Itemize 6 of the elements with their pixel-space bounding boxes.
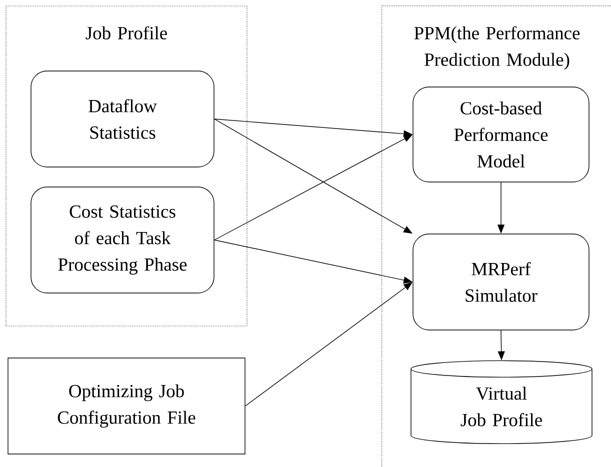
database-cylinder: Virtual Job Profile bbox=[410, 360, 592, 444]
process-box: MRPerf Simulator bbox=[412, 234, 590, 330]
process-box: Cost-based Performance Model bbox=[412, 86, 590, 182]
process-box: Cost Statistics of each Task Processing Phase bbox=[30, 186, 214, 294]
input-box: Optimizing Job Configuration File bbox=[8, 358, 246, 454]
process-box: Dataflow Statistics bbox=[30, 70, 214, 168]
